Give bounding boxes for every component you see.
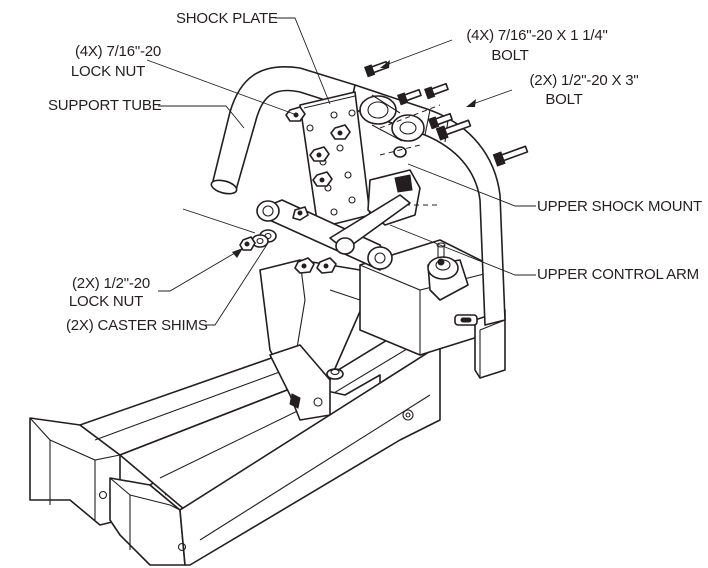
label-bolt-1-2-name: BOLT — [545, 91, 583, 108]
label-upper-control-arm: UPPER CONTROL ARM — [537, 266, 699, 283]
label-lock-nut-7-16-name: LOCK NUT — [70, 63, 146, 80]
label-bolt-1-2-qty: (2X) 1/2"-20 X 3" — [529, 72, 639, 89]
label-bolt-7-16-qty: (4X) 7/16"-20 X 1 1/4" — [466, 27, 608, 44]
shock-plate — [285, 91, 371, 229]
label-bolt-7-16-name: BOLT — [491, 47, 529, 64]
caster-shims — [239, 229, 277, 251]
frame-box — [359, 239, 506, 379]
leader-lines — [146, 17, 536, 326]
label-lock-nut-1-2-qty: (2X) 1/2"-20 — [72, 275, 150, 292]
lower-frame — [29, 259, 441, 566]
label-support-tube: SUPPORT TUBE — [48, 97, 162, 114]
label-caster-shims: (2X) CASTER SHIMS — [66, 317, 208, 334]
upper-control-arm — [256, 194, 411, 274]
label-lock-nut-1-2-name: LOCK NUT — [68, 293, 144, 310]
label-shock-plate: SHOCK PLATE — [176, 10, 278, 27]
label-upper-shock-mount: UPPER SHOCK MOUNT — [537, 198, 702, 215]
bolts-1-2 — [435, 119, 529, 167]
label-lock-nut-7-16-qty: (4X) 7/16"-20 — [74, 43, 162, 60]
